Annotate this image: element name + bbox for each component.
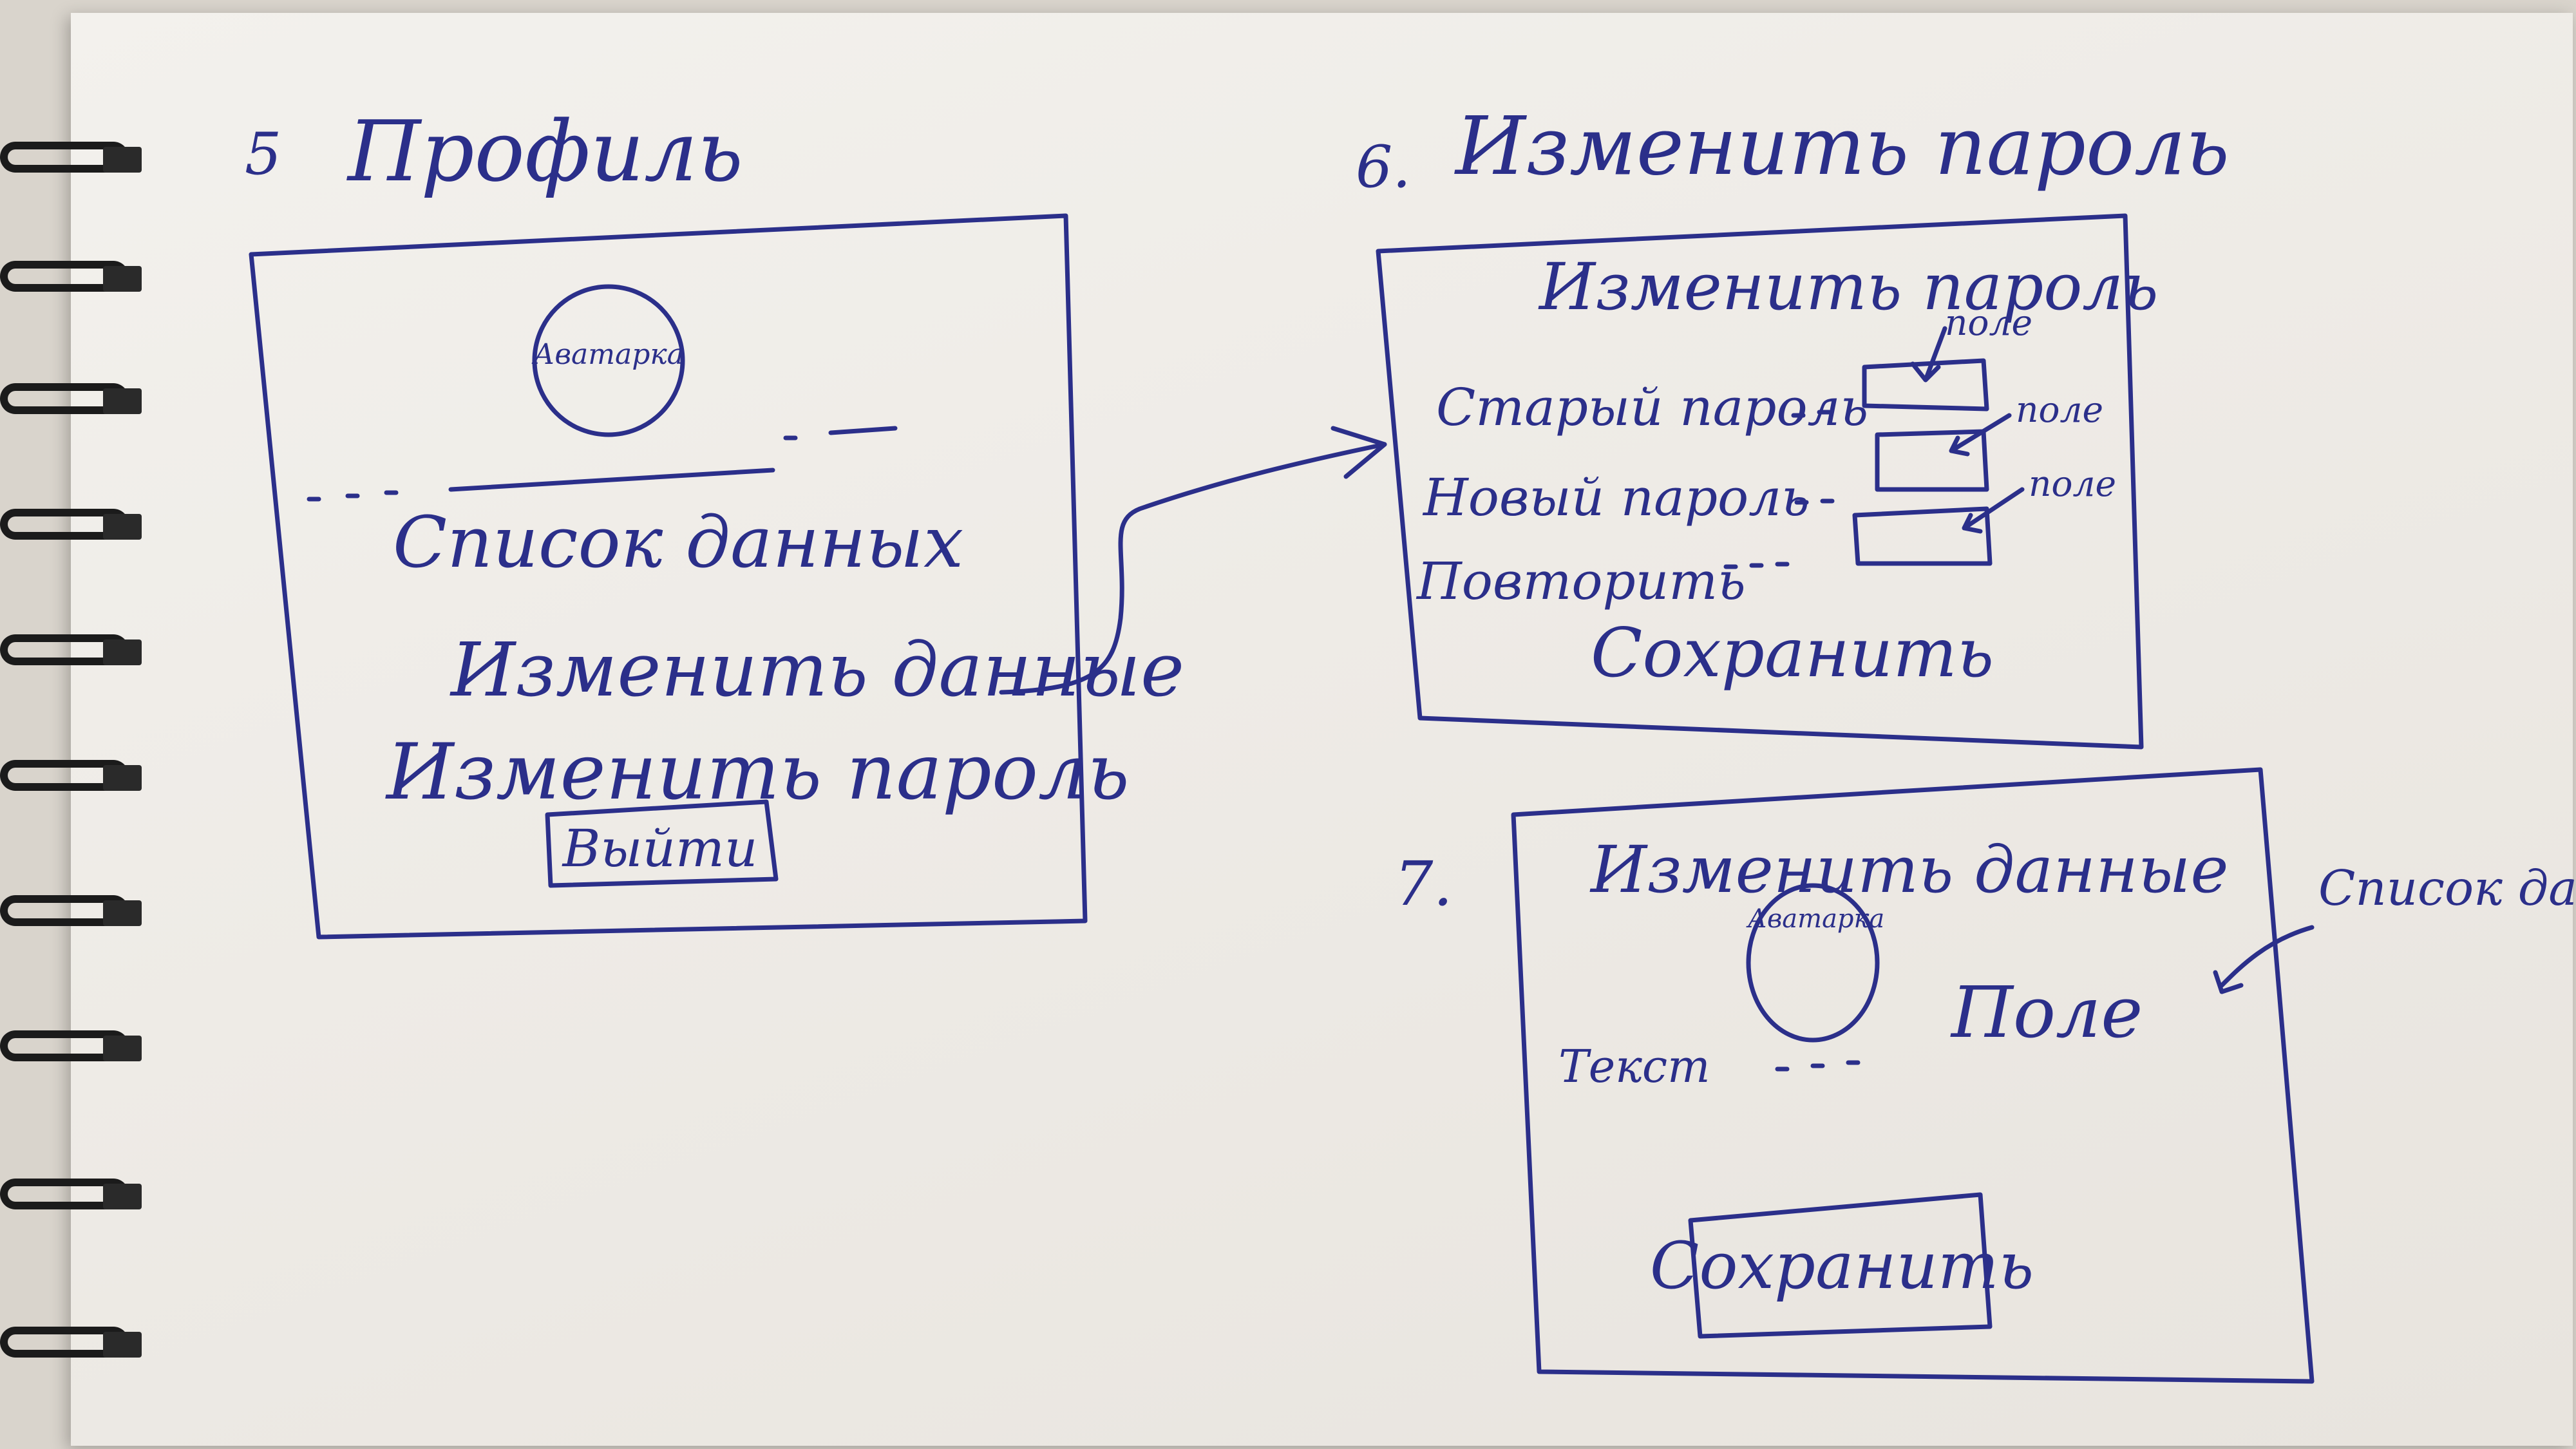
dots bbox=[1775, 1060, 1861, 1072]
new-password-label: Новый пароль bbox=[1422, 468, 1810, 527]
screen-frame bbox=[1511, 767, 2315, 1384]
row-field[interactable]: Поле bbox=[1950, 971, 2143, 1054]
save-button-frame bbox=[1688, 1192, 1993, 1339]
screen-edit-data: 7. Изменить данные Аватарка Текст Поле С… bbox=[1394, 767, 2576, 1384]
form-header: Изменить данные bbox=[1589, 832, 2229, 907]
screen-number: 5 bbox=[245, 120, 281, 188]
new-password-field[interactable] bbox=[1875, 429, 1989, 492]
side-note-arrow bbox=[2213, 925, 2315, 994]
avatar-circle[interactable] bbox=[532, 284, 685, 437]
old-password-label: Старый пароль bbox=[1436, 377, 1868, 437]
screen-number: 7. bbox=[1394, 849, 1453, 920]
spiral-ring bbox=[0, 753, 148, 799]
screen-number: 6. bbox=[1356, 133, 1411, 201]
note-arrow bbox=[1910, 326, 1947, 383]
form-header: Изменить пароль bbox=[1538, 249, 2159, 325]
logout-button[interactable]: Выйти bbox=[562, 819, 758, 878]
profile-data-list: Список данных bbox=[393, 501, 963, 583]
repeat-password-label: Повторить bbox=[1416, 551, 1746, 611]
field-note: поле bbox=[2029, 463, 2116, 504]
spiral-ring bbox=[0, 502, 148, 547]
note-arrow bbox=[1962, 487, 2025, 534]
save-button[interactable]: Сохранить bbox=[1650, 1228, 2034, 1303]
repeat-password-field[interactable] bbox=[1852, 506, 1993, 566]
dots bbox=[1723, 562, 1790, 569]
row-label: Текст bbox=[1558, 1040, 1710, 1093]
side-note: Список данных bbox=[2318, 860, 2576, 916]
sketch-paper bbox=[71, 13, 2573, 1446]
spiral-ring bbox=[0, 889, 148, 934]
dots bbox=[1791, 410, 1832, 418]
spiral-ring bbox=[0, 1320, 148, 1365]
dots bbox=[1794, 498, 1835, 505]
screen-profile: 5 Профиль Аватарка Список данных Изменит… bbox=[245, 102, 1184, 940]
spiral-ring bbox=[0, 377, 148, 422]
avatar-label: Аватарка bbox=[531, 338, 684, 371]
screen-frame bbox=[249, 213, 1088, 940]
note-arrow bbox=[1949, 413, 2012, 457]
spiral-ring bbox=[0, 135, 148, 180]
flow-arrow bbox=[999, 442, 1387, 695]
avatar-label: Аватарка bbox=[1746, 904, 1885, 934]
spiral-ring bbox=[0, 254, 148, 299]
dots bbox=[307, 490, 399, 502]
field-note: поле bbox=[2016, 389, 2103, 430]
dots bbox=[783, 426, 898, 440]
screen-title: Профиль bbox=[346, 102, 743, 200]
screen-frame bbox=[1376, 213, 2144, 750]
spiral-ring bbox=[0, 1172, 148, 1217]
spiral-ring bbox=[0, 628, 148, 673]
screen-title: Изменить пароль bbox=[1454, 100, 2230, 193]
field-note: поле bbox=[1945, 302, 2032, 343]
flow-arrowhead bbox=[1331, 426, 1387, 479]
old-password-field[interactable] bbox=[1862, 358, 1989, 412]
save-button[interactable]: Сохранить bbox=[1591, 614, 1994, 692]
logout-button-frame bbox=[545, 799, 779, 888]
screen-change-password: 6. Изменить пароль Изменить пароль Стары… bbox=[1356, 100, 2230, 750]
edit-data-link[interactable]: Изменить данные bbox=[450, 627, 1184, 714]
avatar-circle[interactable] bbox=[1746, 883, 1880, 1043]
underline bbox=[448, 468, 775, 492]
spiral-ring bbox=[0, 1024, 148, 1069]
